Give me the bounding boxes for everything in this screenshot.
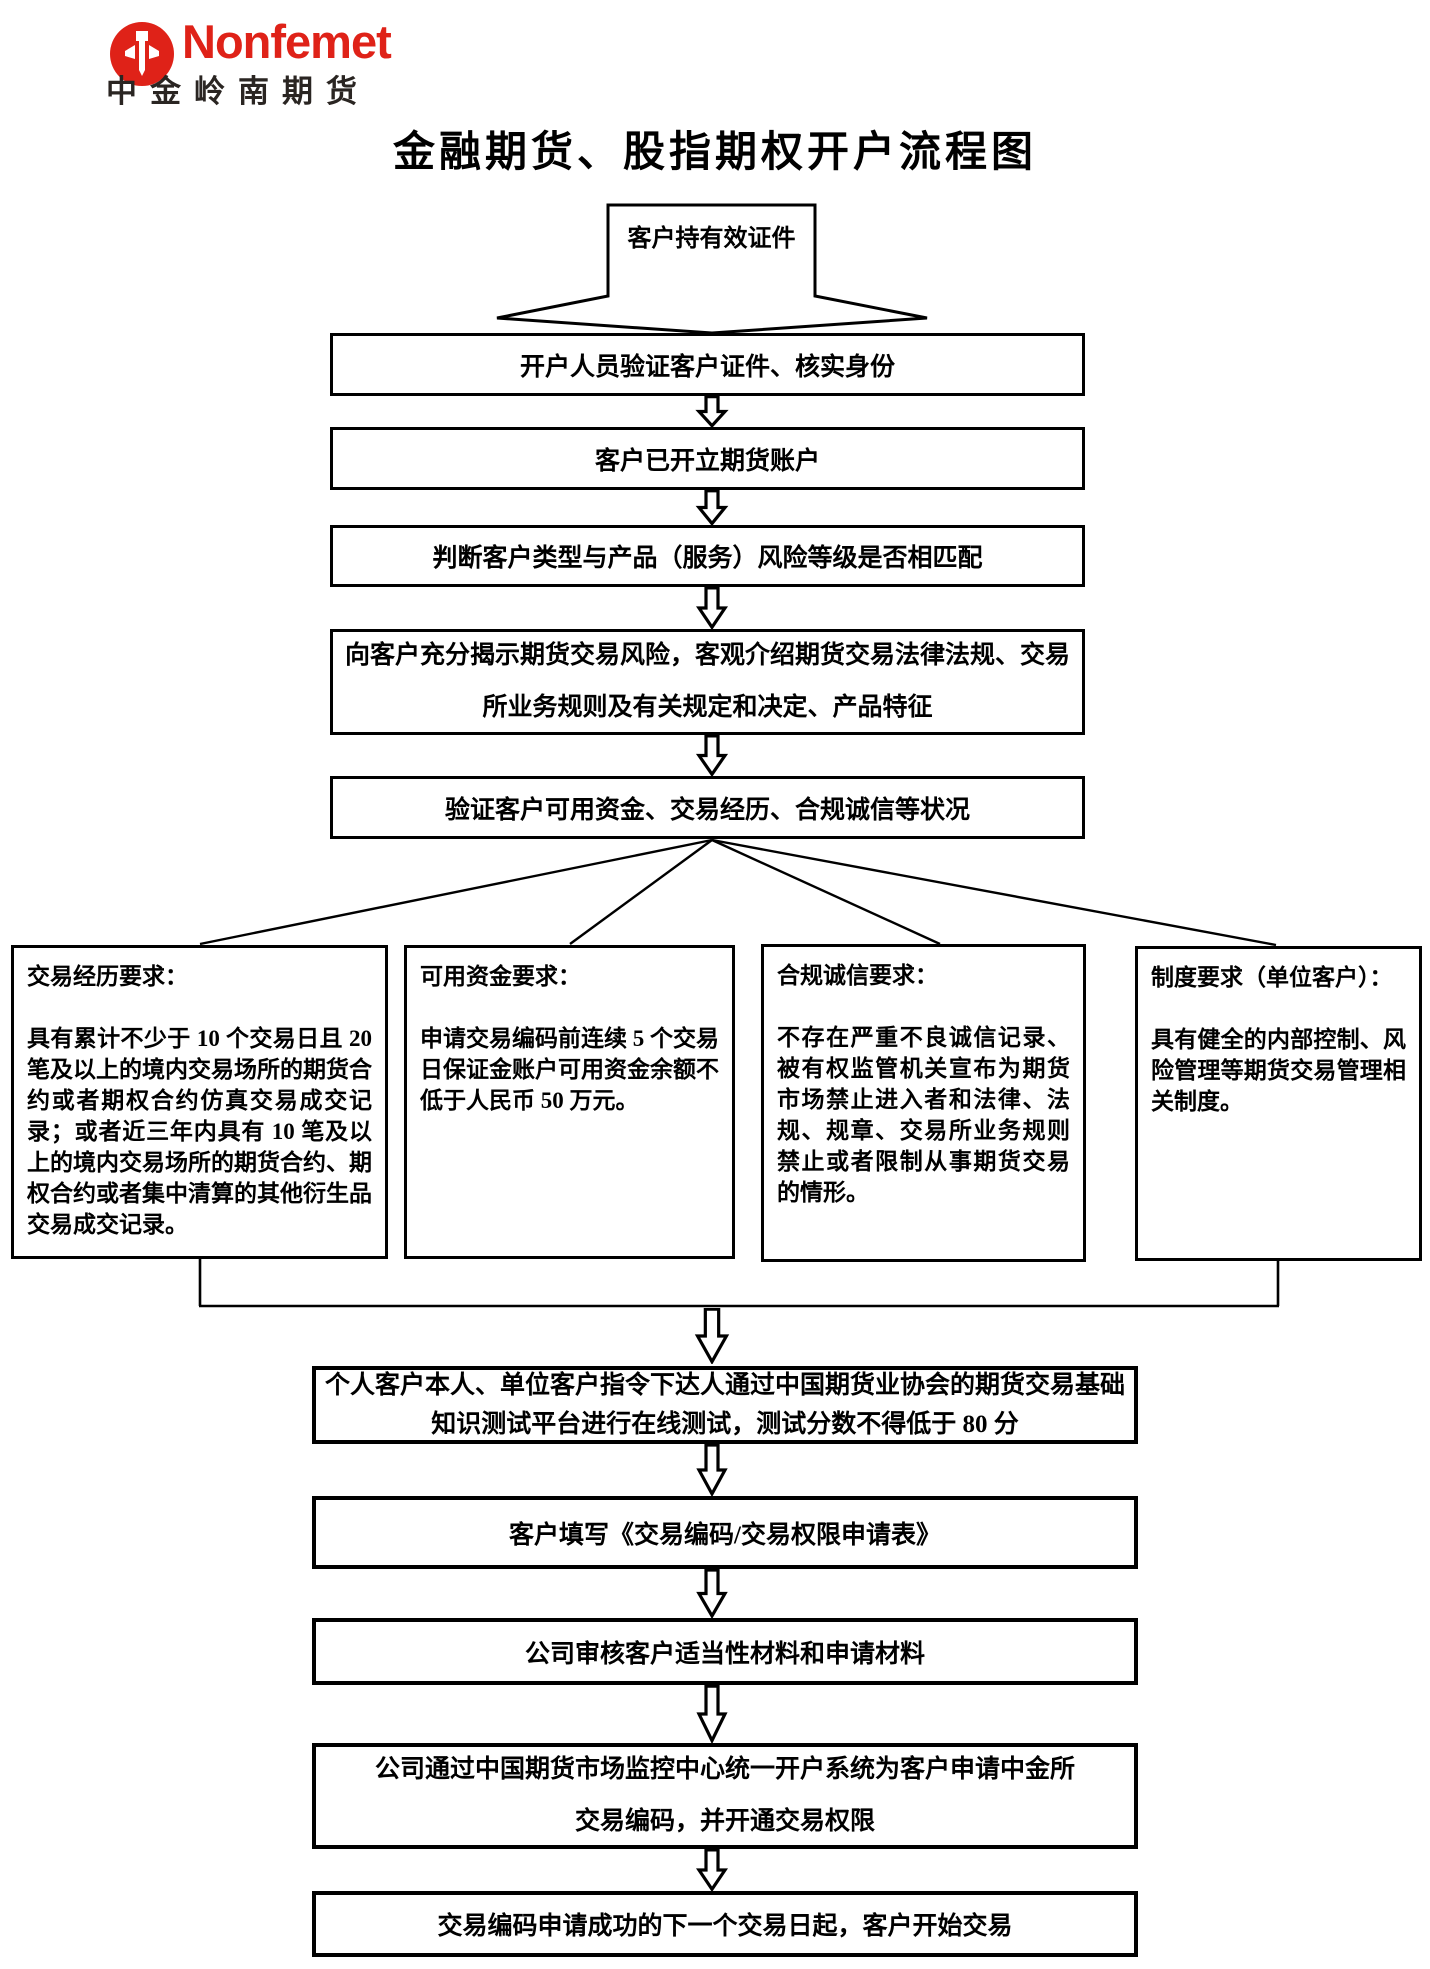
requirement-heading: 制度要求（单位客户）：	[1151, 965, 1393, 990]
flow-step-apply-trading-code: 公司通过中国期货市场监控中心统一开户系统为客户申请中金所 交易编码，并开通交易权…	[312, 1743, 1138, 1849]
requirement-body: 具有健全的内部控制、风险管理等期货交易管理相关制度。	[1151, 1027, 1406, 1114]
step-line: 所业务规则及有关规定和决定、产品特征	[482, 694, 933, 721]
step-line: 个人客户本人、单位客户指令下达人通过中国期货业协会的期货交易基础	[324, 1372, 1125, 1399]
flow-start-node: 客户持有效证件	[627, 225, 796, 252]
flow-arrow-icon	[694, 490, 730, 525]
flow-step-account-opened: 客户已开立期货账户	[330, 427, 1085, 490]
company-logo: Nonfemet 中金岭南期货	[104, 14, 434, 109]
step-line: 公司通过中国期货市场监控中心统一开户系统为客户申请中金所	[374, 1756, 1075, 1783]
requirement-body: 不存在严重不良诚信记录、被有权监管机关宣布为期货市场禁止进入者和法律、法规、规章…	[777, 1025, 1070, 1205]
flow-arrow-icon	[694, 735, 730, 776]
requirement-box-available-funds: 可用资金要求： 申请交易编码前连续 5 个交易日保证金账户可用资金余额不低于人民…	[404, 945, 735, 1259]
step-line: 知识测试平台进行在线测试，测试分数不得低于 80 分	[431, 1411, 1019, 1438]
step-line: 向客户充分揭示期货交易风险，客观介绍期货交易法律法规、交易	[344, 642, 1070, 669]
step-line: 交易编码，并开通交易权限	[574, 1808, 875, 1835]
page-title: 金融期货、股指期权开户流程图	[392, 130, 1037, 176]
requirement-box-institutional-rules: 制度要求（单位客户）： 具有健全的内部控制、风险管理等期货交易管理相关制度。	[1135, 946, 1422, 1261]
flow-arrow-icon	[694, 1849, 730, 1891]
flow-step-risk-match: 判断客户类型与产品（服务）风险等级是否相匹配	[330, 525, 1085, 587]
logo-company-text: 中金岭南期货	[106, 74, 370, 109]
requirement-heading: 合规诚信要求：	[777, 963, 938, 988]
flow-arrow-icon	[692, 1308, 732, 1364]
flow-step-fill-application-form: 客户填写《交易编码/交易权限申请表》	[312, 1496, 1138, 1569]
merge-connector-lines	[198, 1258, 1280, 1308]
flow-step-verify-identity: 开户人员验证客户证件、核实身份	[330, 333, 1085, 396]
flow-arrow-icon	[694, 1569, 730, 1618]
flow-step-verify-funds: 验证客户可用资金、交易经历、合规诚信等状况	[330, 776, 1085, 839]
branch-fan-lines	[199, 838, 1277, 947]
requirement-box-compliance-integrity: 合规诚信要求： 不存在严重不良诚信记录、被有权监管机关宣布为期货市场禁止进入者和…	[761, 944, 1086, 1262]
requirement-heading: 交易经历要求：	[27, 964, 188, 989]
flow-step-start-trading: 交易编码申请成功的下一个交易日起，客户开始交易	[312, 1891, 1138, 1957]
requirement-heading: 可用资金要求：	[420, 964, 581, 989]
flow-arrow-icon	[694, 1444, 730, 1496]
flow-arrow-icon	[694, 396, 730, 427]
requirement-box-trading-experience: 交易经历要求： 具有累计不少于 10 个交易日且 20 笔及以上的境内交易场所的…	[11, 945, 388, 1259]
flow-arrow-icon	[694, 1685, 730, 1743]
flow-step-disclose-risk: 向客户充分揭示期货交易风险，客观介绍期货交易法律法规、交易 所业务规则及有关规定…	[330, 629, 1085, 735]
nonfemet-logo-icon	[110, 22, 174, 86]
flow-step-knowledge-test: 个人客户本人、单位客户指令下达人通过中国期货业协会的期货交易基础 知识测试平台进…	[312, 1366, 1138, 1444]
requirement-body: 具有累计不少于 10 个交易日且 20 笔及以上的境内交易场所的期货合约或者期权…	[27, 1026, 372, 1237]
flow-arrow-icon	[694, 587, 730, 629]
requirement-body: 申请交易编码前连续 5 个交易日保证金账户可用资金余额不低于人民币 50 万元。	[420, 1026, 719, 1113]
flow-step-review-materials: 公司审核客户适当性材料和申请材料	[312, 1618, 1138, 1685]
logo-brand-text: Nonfemet	[182, 15, 392, 68]
